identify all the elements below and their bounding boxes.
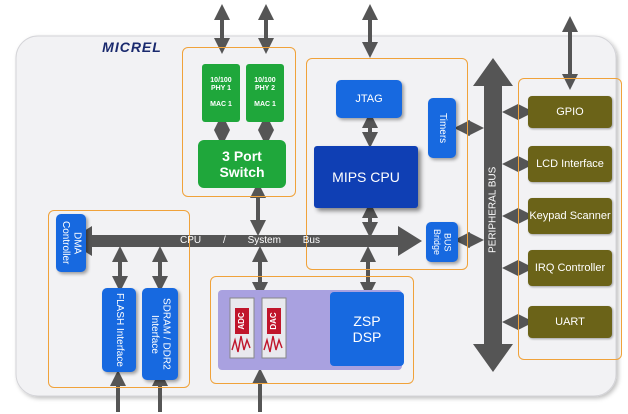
three-port-switch-block: 3 Port Switch (198, 140, 286, 188)
phy1-line3: MAC 1 (210, 101, 232, 109)
timers-block: Timers (428, 98, 456, 158)
mips-cpu-block: MIPS CPU (314, 146, 418, 208)
switch-line1: 3 Port (222, 147, 262, 164)
uart-block: UART (528, 306, 612, 338)
cpu-group-outline (306, 58, 468, 270)
ethernet-group-outline (182, 47, 296, 197)
phy2-line2: PHY 2 (254, 84, 276, 92)
zsp-line2: DSP (352, 329, 382, 345)
phy2-mac1-block: 10/100 PHY 2 MAC 1 (246, 64, 284, 122)
jtag-block: JTAG (336, 80, 402, 118)
zsp-line1: ZSP (353, 312, 381, 329)
irq-controller-block: IRQ Controller (528, 250, 612, 286)
phy1-line2: PHY 1 (210, 84, 232, 92)
cpu-system-bus-label: CPU / System Bus (180, 234, 320, 248)
keypad-scanner-block: Keypad Scanner (528, 198, 612, 234)
flash-interface-block: FLASH Interface (102, 288, 136, 372)
dsp-group-outline (210, 276, 414, 384)
phy1-line1: 10/100 (210, 76, 232, 84)
phy2-line1: 10/100 (254, 76, 276, 84)
cpu-bus-label-left: CPU (180, 235, 202, 247)
external-arrows (110, 4, 578, 412)
cpu-bus-label-mid: System (247, 235, 281, 247)
cpu-system-bus-arrow (68, 226, 422, 256)
peripheral-group-outline (518, 78, 622, 360)
lcd-interface-block: LCD Interface (528, 146, 612, 182)
gpio-block: GPIO (528, 96, 612, 128)
switch-line2: Switch (219, 164, 265, 180)
cpu-bus-label-right: Bus (302, 235, 320, 247)
dma-controller-block: DMA Controller (56, 214, 86, 272)
peripheral-bus-arrow (473, 58, 513, 372)
cpu-bus-label-sep: / (222, 235, 226, 247)
peripheral-bus-label: PERIPHERAL BUS (487, 166, 499, 254)
micrel-logo: MICREL (102, 38, 162, 55)
zsp-dsp-block (330, 292, 404, 366)
zsp-dsp-label: ZSP DSP (330, 292, 404, 366)
memory-group-outline (48, 210, 190, 388)
adc-waveform (231, 335, 251, 353)
dac-waveform (263, 335, 283, 353)
phy2-line3: MAC 1 (254, 101, 276, 109)
dac-label: DAC (267, 308, 281, 334)
bus-bridge-block: BUS Bridge (426, 222, 458, 262)
sdram-ddr2-interface-block: SDRAM / DDR2 Interface (142, 288, 178, 380)
adc-label: ADC (235, 308, 249, 334)
phy1-mac1-block: 10/100 PHY 1 MAC 1 (202, 64, 240, 122)
